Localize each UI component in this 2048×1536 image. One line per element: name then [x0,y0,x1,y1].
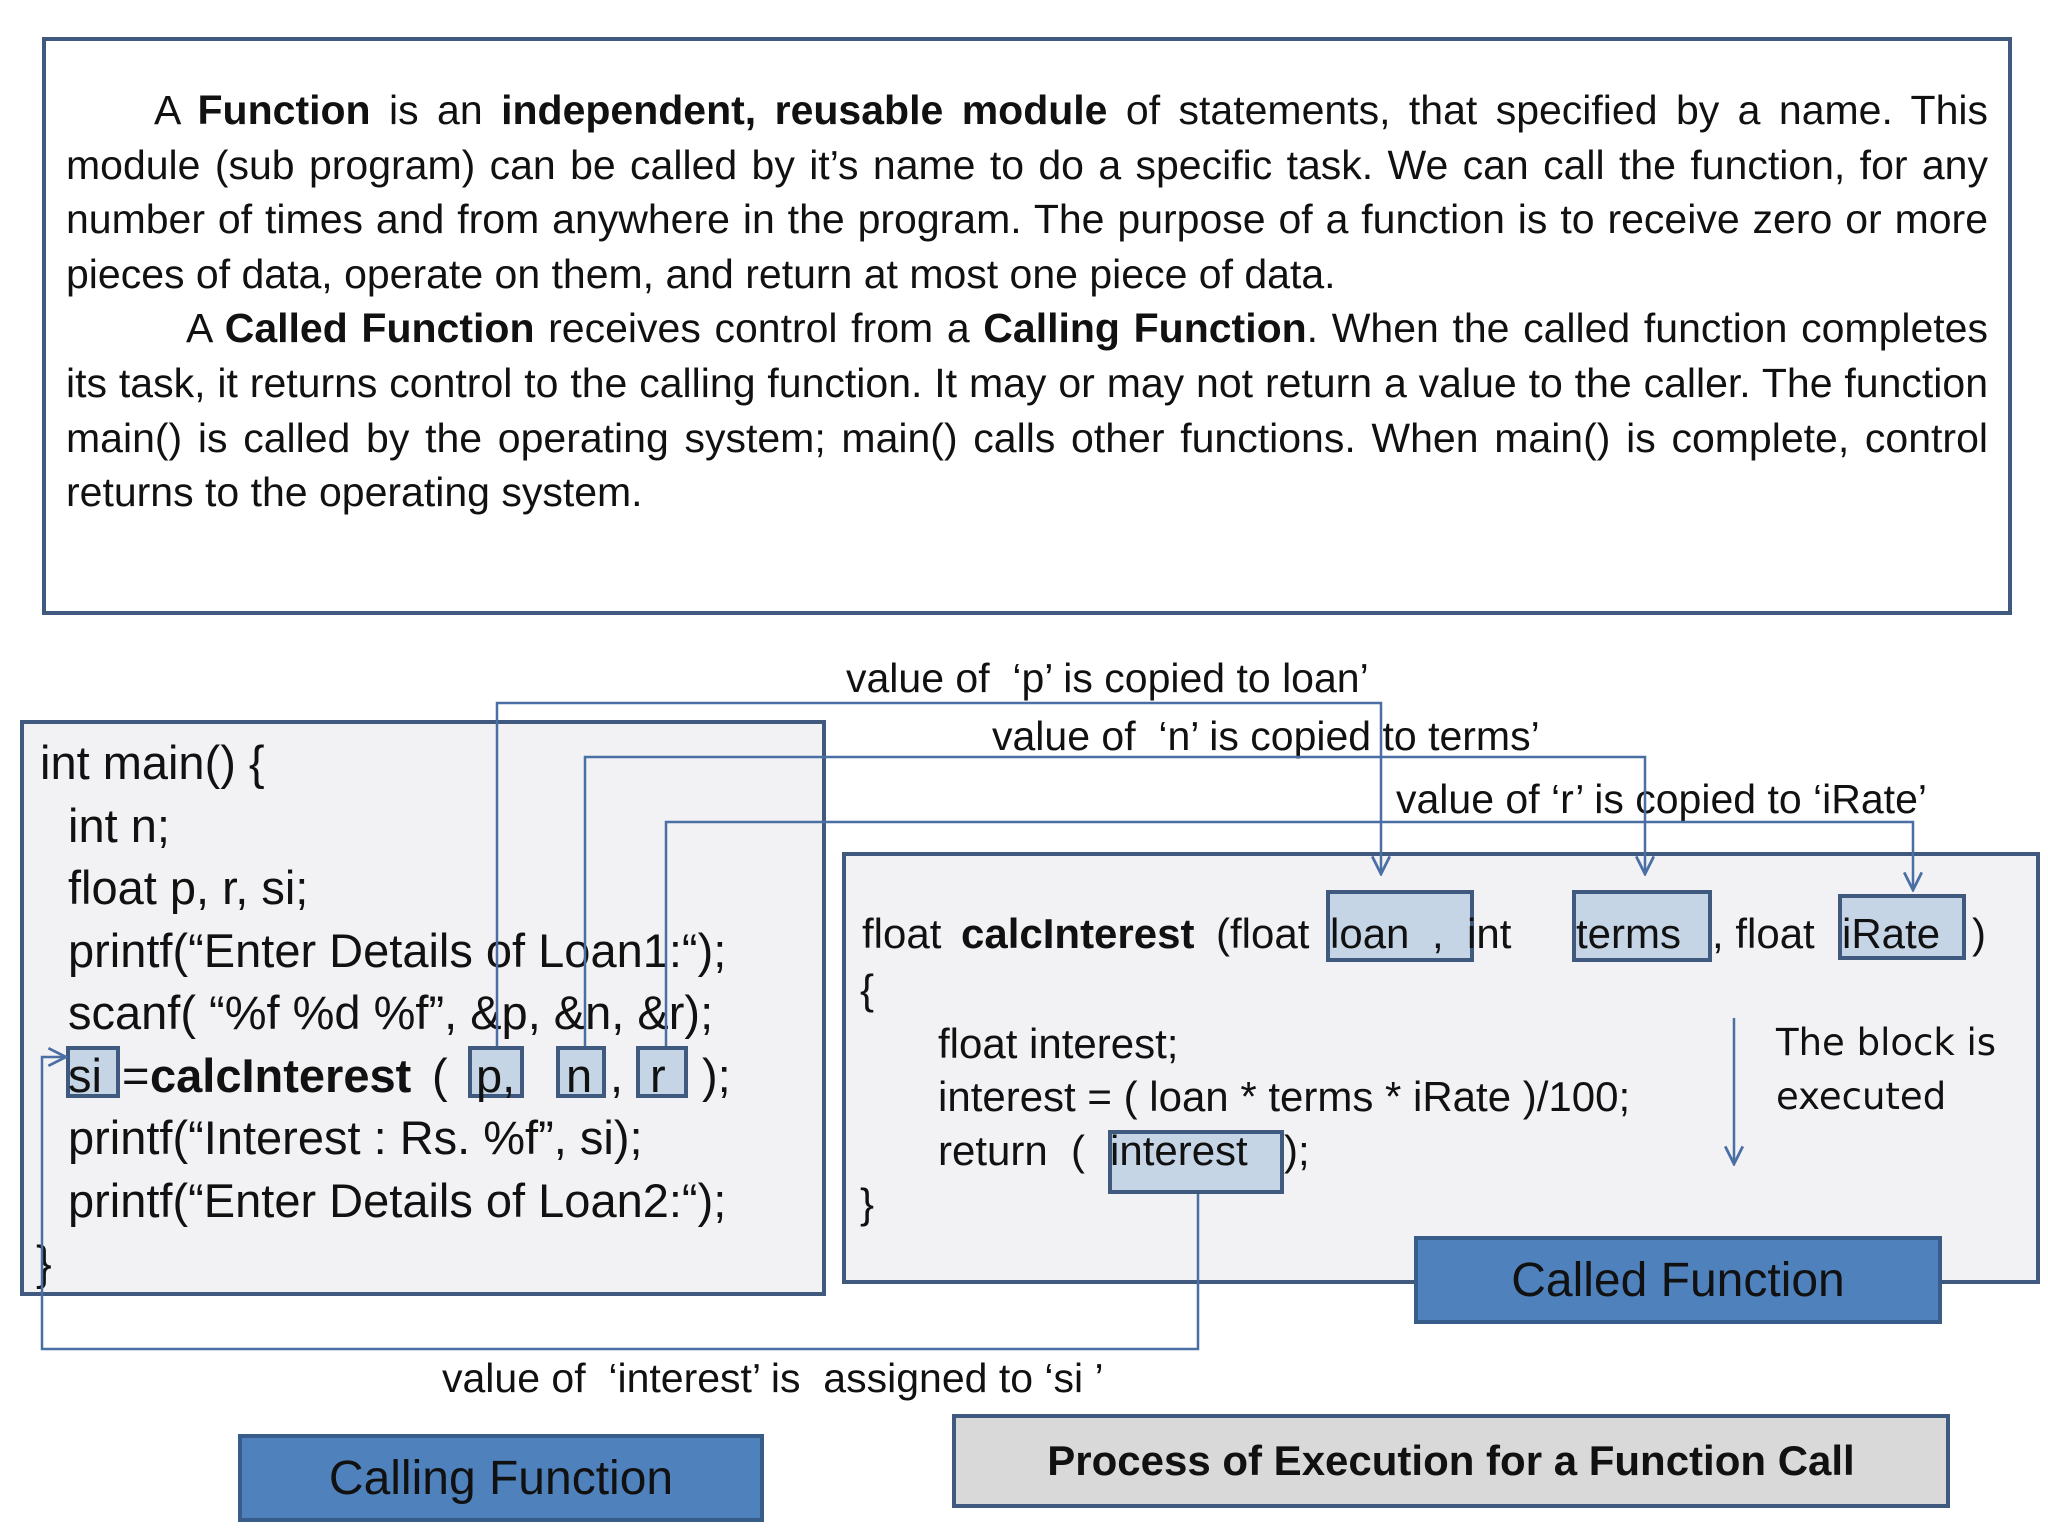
sig-function-name: calcInterest [961,910,1195,957]
p1-segment-0: A [154,87,198,133]
body-open-brace: { [860,966,875,1013]
p2-segment-2: receives control from a [534,305,984,352]
param-irate: iRate [1842,910,1941,957]
copy-n-label: value of ‘n’ is copied to terms’ [992,713,1540,759]
param-terms-highlight-box [1572,890,1712,962]
definition-box: A Function is an independent, reusable m… [42,37,2012,615]
code-call-calcinterest: calcInterest [150,1049,412,1102]
diagram-title: Process of Execution for a Function Call [952,1414,1950,1508]
copy-p-label: value of ‘p’ is copied to loan’ [846,655,1369,701]
return-var-interest: interest [1110,1127,1248,1174]
arg-p-highlight-box [468,1046,524,1098]
code-close-paren: ); [702,1049,731,1102]
calling-function-code-panel [20,720,826,1296]
arg-n-highlight-box [556,1046,606,1098]
code-line-float-decl: float p, r, si; [68,861,309,914]
sig-float-keyword: float [862,910,954,957]
function-definition-paragraph: A Function is an independent, reusable m… [66,83,1988,301]
sig-int-keyword: , int [1432,910,1512,957]
body-line-compute-interest: interest = ( loan * terms * iRate )/100; [938,1073,1631,1120]
code-line-scanf: scanf( “%f %d %f”, &p, &n, &r); [68,986,714,1039]
p1-segment-1: Function [197,87,371,133]
arrow-n-to-terms [583,755,1645,1046]
block-executed-note: The block is executed [1776,1016,1996,1124]
param-irate-highlight-box [1838,894,1966,960]
code-line-printf-loan2: printf(“Enter Details of Loan2:“); [68,1174,727,1227]
p1-segment-3: independent, reusable module [501,87,1108,133]
code-line-int-n: int n; [68,799,170,852]
arrow-r-to-irate [664,820,1913,1046]
return-interest-highlight-box [1108,1130,1284,1194]
p2-segment-3: Calling Function [983,305,1307,352]
body-close-brace: } [860,1180,875,1227]
calling-function-label: Calling Function [238,1434,764,1522]
arrow-interest-to-si [40,1057,1200,1351]
body-line-return-end: ); [1284,1127,1310,1174]
block-note-line-1: The block is [1776,1021,1997,1064]
p1-segment-2: is an [370,87,502,133]
sig-float-keyword-2: , float [1712,910,1827,957]
code-var-si: si [68,1049,102,1102]
code-open-paren: ( [432,1049,461,1102]
called-function-paragraph: A Called Function receives control from … [66,301,1988,519]
block-note-line-2: executed [1776,1075,1947,1118]
p2-segment-1: Called Function [224,305,535,352]
code-line-close-brace: } [36,1236,52,1289]
body-line-return: return ( [938,1127,1086,1174]
p2-segment-0: A [186,305,225,352]
code-line-main: int main() { [40,736,265,789]
code-arg-p: p, [476,1049,516,1102]
sig-open-paren-float: (float [1216,910,1322,957]
arg-r-highlight-box [636,1046,688,1098]
p1-segment-4: of statements, that specified by a name.… [66,87,1988,297]
code-comma: , [610,1049,624,1102]
sig-close-paren: ) [1972,910,1986,957]
called-function-label: Called Function [1414,1236,1942,1324]
param-terms: terms [1576,910,1681,957]
param-loan: loan [1330,910,1410,957]
p2-segment-4: . When the called function completes its… [66,305,1988,516]
si-highlight-box [66,1046,120,1098]
code-arg-r: r [650,1049,666,1102]
body-line-declare-interest: float interest; [938,1020,1179,1067]
code-equals: = [122,1049,150,1102]
param-loan-highlight-box [1326,890,1474,962]
copy-r-label: value of ‘r’ is copied to ‘iRate’ [1396,776,1927,822]
arrow-p-to-loan [495,701,1381,1046]
code-line-printf-interest: printf(“Interest : Rs. %f”, si); [68,1111,643,1164]
code-arg-n: n [566,1049,593,1102]
assign-si-label: value of ‘interest’ is assigned to ‘si ’ [442,1355,1104,1401]
code-line-printf-loan1: printf(“Enter Details of Loan1:“); [68,924,727,977]
